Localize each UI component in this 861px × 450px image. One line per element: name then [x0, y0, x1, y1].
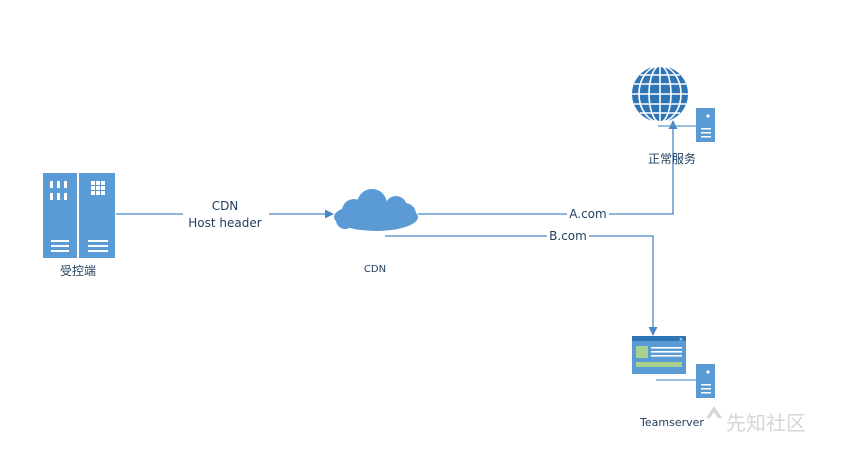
- server-icon: [696, 108, 715, 142]
- controlled-end-label: 受控端: [60, 264, 96, 278]
- edge-cdn-to-teamserver: [385, 235, 658, 336]
- teamserver-label: Teamserver: [639, 416, 704, 429]
- edge-label-bg: [567, 207, 609, 221]
- svg-text:×: ×: [679, 337, 683, 343]
- edge-label-cdn: CDN: [212, 199, 239, 213]
- edge-label-a-com: A.com: [569, 207, 606, 221]
- watermark-logo-icon: [706, 406, 722, 418]
- edge-label-b-com: B.com: [549, 229, 587, 243]
- watermark-text: 先知社区: [726, 411, 806, 435]
- watermark: 先知社区: [706, 406, 806, 435]
- cloud-icon: [334, 189, 418, 231]
- globe-icon: [632, 65, 688, 123]
- edge-label-host-header: Host header: [188, 216, 261, 230]
- cdn-label: CDN: [364, 264, 386, 275]
- browser-window-icon: ×: [632, 336, 686, 374]
- server-rack-icon: [43, 173, 115, 258]
- edge-label-bg: [547, 229, 589, 243]
- edge-cdn-to-normal-service: [418, 120, 678, 215]
- normal-service-label: 正常服务: [648, 151, 696, 166]
- edge-label-bg: [183, 198, 269, 230]
- server-icon: [696, 364, 715, 398]
